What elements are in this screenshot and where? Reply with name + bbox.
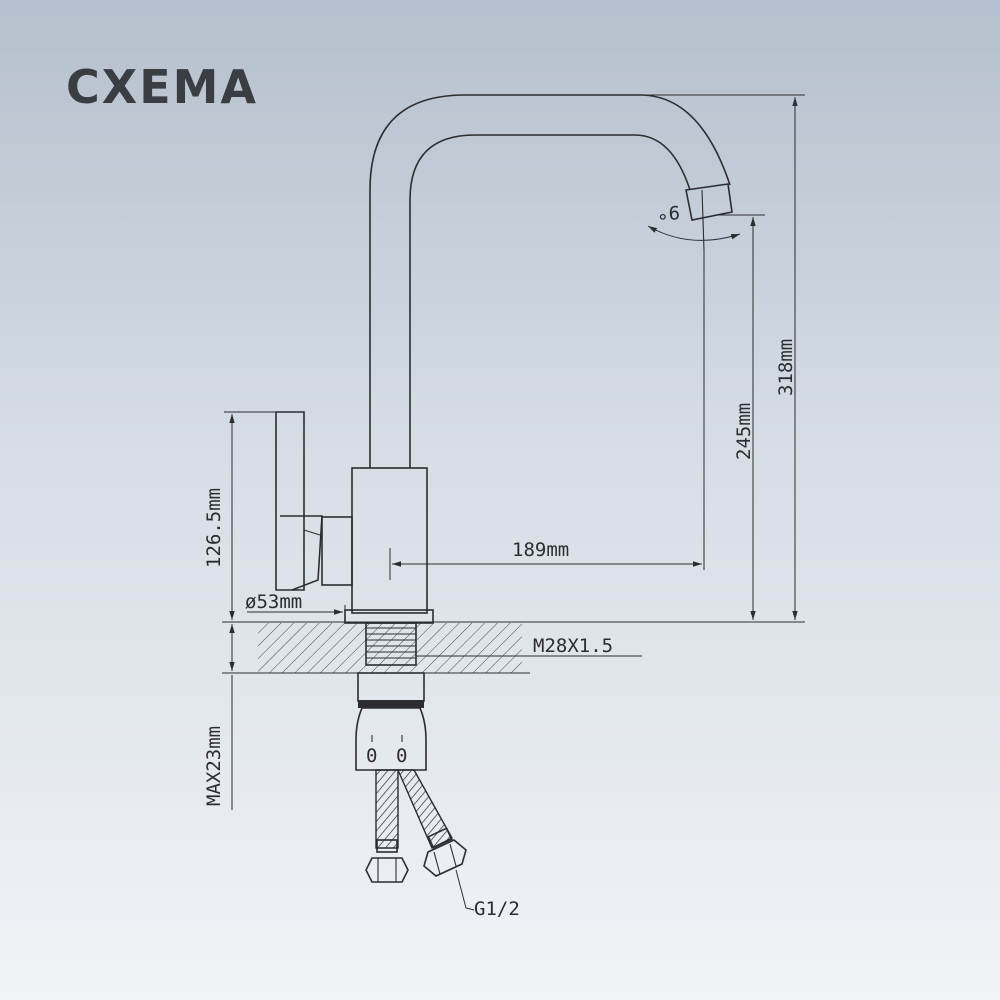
lever-handle — [275, 411, 323, 591]
page-title: СХЕМА — [66, 60, 259, 114]
faucet-body — [321, 467, 434, 624]
label-body-height: 126.5mm — [203, 488, 225, 568]
mounting-nut: 0 0 — [355, 707, 427, 771]
label-thread: M28X1.5 — [533, 635, 613, 657]
label-base-diameter: ø53mm — [245, 591, 302, 613]
flex-hoses — [365, 769, 467, 883]
thread-stud — [357, 622, 425, 708]
label-max-thickness: MAX23mm — [203, 726, 225, 806]
spout — [369, 94, 733, 468]
svg-text:0: 0 — [366, 745, 377, 767]
label-hose-connection: G1/2 — [474, 898, 520, 920]
dimension-lines — [224, 94, 805, 911]
label-nozzle-angle: 9° — [657, 201, 680, 223]
label-total-height: 318mm — [775, 339, 797, 396]
label-spout-height: 245mm — [733, 403, 755, 460]
countertop — [222, 621, 800, 674]
svg-text:0: 0 — [396, 745, 407, 767]
label-spout-reach: 189mm — [512, 539, 569, 561]
